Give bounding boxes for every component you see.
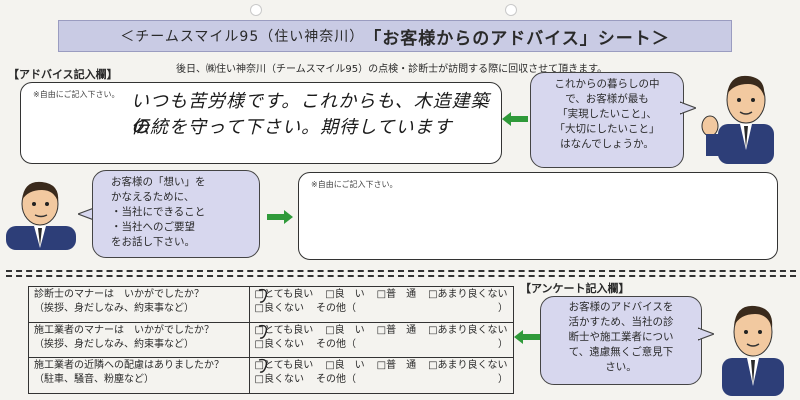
speech-bubble-survey-prompt: お客様のアドバイスを 活かすため、当社の診 断士や施工業者につい て、遠慮無くご… [540, 296, 702, 385]
option-bad[interactable]: □良くない [254, 374, 304, 386]
question-note: （挨拶、身だしなみ、約束事など） [34, 338, 194, 350]
speech-line: さい。 [605, 361, 637, 373]
handwritten-check-icon [258, 324, 268, 339]
speech-line: 「大切にしたいこと」 [554, 123, 660, 135]
title-prefix: ＜チームスマイル95（住い神奈川） [120, 29, 365, 45]
option-not-very-good[interactable]: □あまり良くない [428, 360, 508, 372]
avatar-advisor-top [690, 64, 790, 164]
speech-line: お客様の「想い」を [111, 176, 206, 188]
option-other[interactable]: その他（ [316, 303, 356, 314]
handwritten-advice-line1: いつも苦労様です。これからも、木造建築の [131, 91, 490, 138]
speech-bubble-advice-prompt: これからの暮らしの中 で、お客様が最も 「実現したいこと」、 「大切にしたいこと… [530, 72, 684, 168]
wish-input-box[interactable]: ※自由にご記入下さい。 [298, 172, 778, 260]
question-note: （駐車、騒音、粉塵など） [34, 374, 154, 386]
option-good[interactable]: □良 い [325, 324, 365, 336]
option-other-close: ） [498, 303, 508, 314]
table-row: 施工業者の近隣への配慮はありましたか？ （駐車、騒音、粉塵など） □とても良い … [28, 357, 515, 394]
option-average[interactable]: □普 通 [376, 360, 417, 372]
arrow-left-icon [514, 330, 540, 344]
option-good[interactable]: □良 い [325, 289, 365, 300]
speech-line: をお話し下さい。 [111, 236, 195, 248]
title-main: 「お客様からのアドバイス」シート＞ [364, 28, 670, 49]
option-bad[interactable]: □良くない [254, 338, 304, 350]
option-other-close: ） [498, 374, 508, 386]
option-good[interactable]: □良 い [325, 360, 365, 372]
speech-tail [680, 101, 696, 115]
advice-section-label: 【アドバイス記入欄】 [8, 68, 118, 81]
survey-options[interactable]: □とても良い □良 い □普 通 □あまり良くない □良くない その他（ ） [248, 321, 515, 359]
handwritten-advice-line2: 伝統を守って下さい。期待しています [131, 117, 453, 138]
punch-hole-left [250, 4, 262, 16]
option-not-very-good[interactable]: □あまり良くない [428, 324, 508, 336]
table-row: 診断士のマナーは いかがでしたか？ （挨拶、身だしなみ、約束事など） □とても良… [28, 286, 515, 323]
arrow-left-icon [502, 112, 528, 126]
table-row: 施工業者のマナーは いかがでしたか？ （挨拶、身だしなみ、約束事など） □とても… [28, 321, 515, 359]
section-divider [6, 275, 796, 277]
speech-line: 「実現したいこと」、 [557, 108, 657, 120]
option-other[interactable]: その他（ [316, 374, 356, 386]
speech-line: ・当社にできること [111, 206, 206, 218]
title-banner: ＜チームスマイル95（住い神奈川） 「お客様からのアドバイス」シート＞ [58, 20, 732, 52]
speech-line: て、遠慮無くご意見下 [568, 346, 674, 358]
speech-line: で、お客様が最も [565, 93, 649, 105]
option-very-good[interactable]: □とても良い [254, 289, 314, 300]
survey-options[interactable]: □とても良い □良 い □普 通 □あまり良くない □良くない その他（ ） [248, 286, 515, 323]
collection-notice: 後日、㈱住い神奈川（チームスマイル95）の点検・診断士が訪問する際に回収させて頂… [176, 64, 608, 75]
punch-hole-right [505, 4, 517, 16]
arrow-right-icon [267, 210, 293, 224]
option-average[interactable]: □普 通 [376, 324, 417, 336]
speech-line: 断士や施工業者につい [568, 331, 674, 343]
section-divider [6, 270, 796, 272]
speech-line: ・当社へのご要望 [111, 221, 195, 233]
option-average[interactable]: □普 通 [376, 289, 417, 300]
wish-hint: ※自由にご記入下さい。 [311, 180, 398, 189]
survey-question: 診断士のマナーは いかがでしたか？ （挨拶、身だしなみ、約束事など） [28, 286, 250, 323]
speech-tail [698, 327, 714, 341]
survey-section-label: 【アンケート記入欄】 [520, 282, 630, 295]
option-very-good[interactable]: □とても良い [254, 360, 314, 372]
speech-line: これからの暮らしの中 [554, 78, 660, 90]
speech-line: お客様のアドバイスを [568, 301, 674, 313]
handwritten-check-icon [258, 288, 268, 303]
speech-line: はなんでしょうか。 [560, 138, 654, 150]
handwritten-check-icon [258, 358, 268, 373]
avatar-advisor-left [0, 178, 90, 250]
advice-input-box[interactable]: ※自由にご記入下さい。 いつも苦労様です。これからも、木造建築の 伝統を守って下… [20, 82, 502, 164]
option-other-close: ） [498, 338, 508, 350]
option-not-very-good[interactable]: □あまり良くない [428, 289, 508, 300]
speech-line: 活かすため、当社の診 [568, 316, 674, 328]
survey-question: 施工業者の近隣への配慮はありましたか？ （駐車、騒音、粉塵など） [28, 357, 250, 394]
survey-question: 施工業者のマナーは いかがでしたか？ （挨拶、身だしなみ、約束事など） [28, 321, 250, 359]
advice-hint: ※自由にご記入下さい。 [33, 90, 120, 99]
question-text: 診断士のマナーは いかがでしたか？ [34, 289, 204, 300]
speech-line: かなえるために、 [111, 191, 195, 203]
question-text: 施工業者の近隣への配慮はありましたか？ [34, 360, 224, 372]
question-text: 施工業者のマナーは いかがでしたか？ [34, 324, 214, 336]
question-note: （挨拶、身だしなみ、約束事など） [34, 303, 194, 314]
option-very-good[interactable]: □とても良い [254, 324, 314, 336]
speech-bubble-wish-prompt: お客様の「想い」を かなえるために、 ・当社にできること ・当社へのご要望 をお… [92, 170, 260, 258]
survey-options[interactable]: □とても良い □良 い □普 通 □あまり良くない □良くない その他（ ） [248, 357, 515, 394]
option-bad[interactable]: □良くない [254, 303, 304, 314]
avatar-advisor-bottom [710, 296, 796, 396]
survey-table: 診断士のマナーは いかがでしたか？ （挨拶、身だしなみ、約束事など） □とても良… [28, 286, 515, 394]
option-other[interactable]: その他（ [316, 338, 356, 350]
